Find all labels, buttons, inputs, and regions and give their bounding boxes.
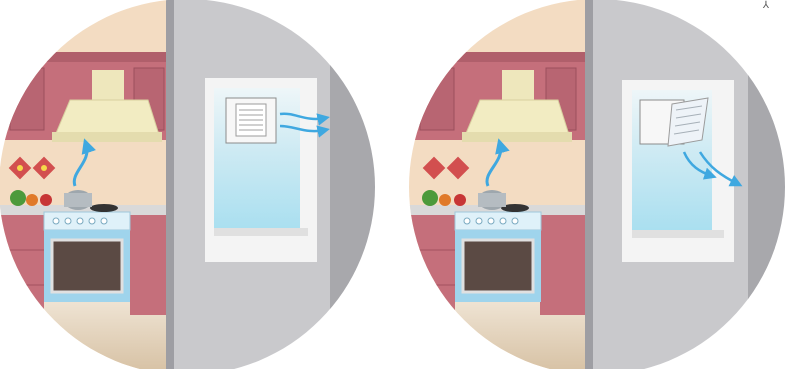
window-left (205, 78, 325, 262)
scene-left-exhaust (0, 0, 380, 369)
kitchen-right (409, 0, 589, 369)
window-right (622, 80, 738, 262)
kitchen-left (0, 0, 170, 369)
exhaust-fan-open (640, 98, 708, 146)
scene-right-open (409, 0, 798, 369)
exhaust-fan-closed (226, 98, 276, 143)
corner-mark: ⅄ (763, 0, 769, 11)
